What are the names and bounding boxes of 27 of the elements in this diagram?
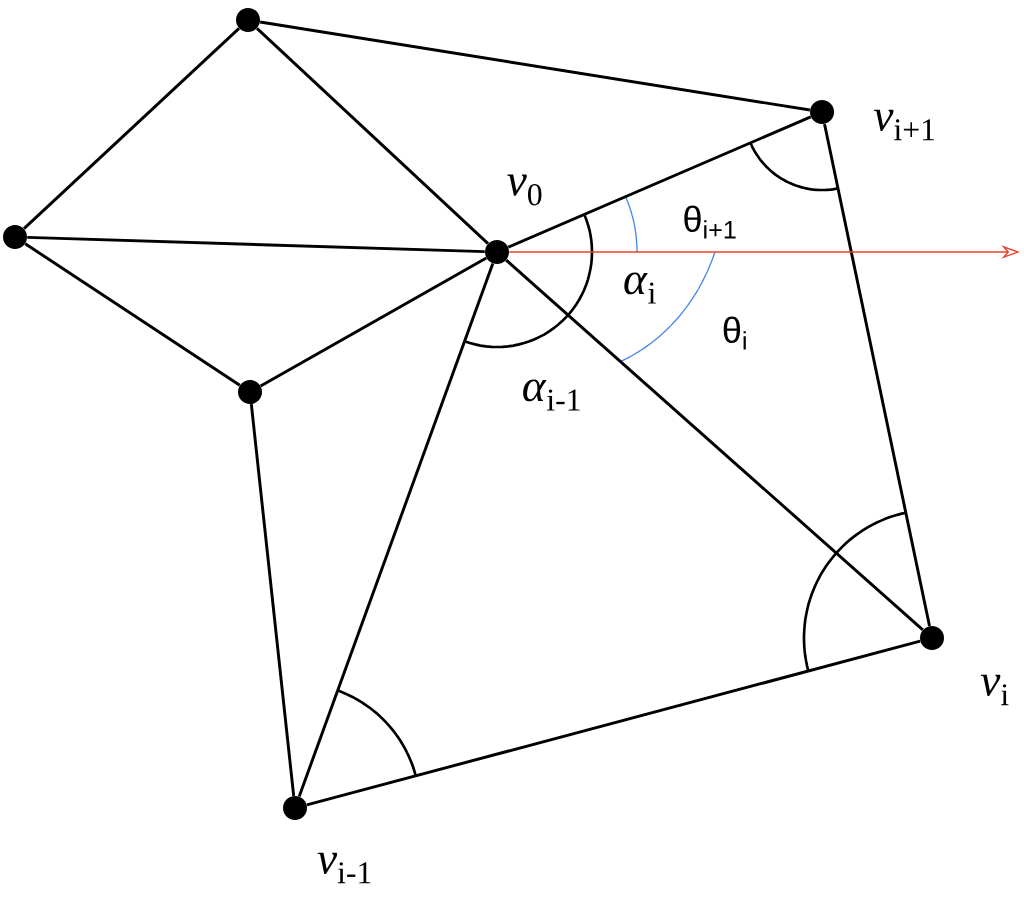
angle-label: α$_{i}$: [624, 272, 656, 304]
vertex-label: v$_{i-1}$: [317, 852, 371, 884]
edge-line: [24, 242, 241, 387]
vertex-dot: [238, 380, 262, 404]
edge-line: [507, 115, 812, 249]
vertex-dot: [920, 626, 944, 650]
edge-line: [23, 27, 241, 230]
edge-line: [823, 123, 931, 627]
vertex-label: v$_{0}$: [507, 174, 542, 206]
edge-line: [249, 404, 296, 796]
angle-label: θ$_{i+1}$: [684, 205, 736, 239]
vertex-dot: [3, 225, 27, 249]
edge-line: [505, 259, 924, 631]
vertex-label: v$_{i}$: [980, 674, 1009, 706]
edge-line: [27, 235, 485, 254]
vertex-dot: [236, 8, 260, 32]
angle-label: θ$_{i}$: [723, 316, 746, 350]
vertex-dot: [810, 100, 834, 124]
edge-line: [259, 20, 811, 112]
angle-label: α$_{i-1}$: [523, 379, 580, 411]
edge-line: [259, 256, 488, 388]
edge-line: [306, 639, 921, 807]
edge-line: [297, 263, 495, 797]
edge-line: [255, 27, 490, 245]
vertex-label: v$_{i+1}$: [873, 109, 935, 141]
vertex-dot: [283, 796, 307, 820]
vertex-dot: [485, 240, 509, 264]
